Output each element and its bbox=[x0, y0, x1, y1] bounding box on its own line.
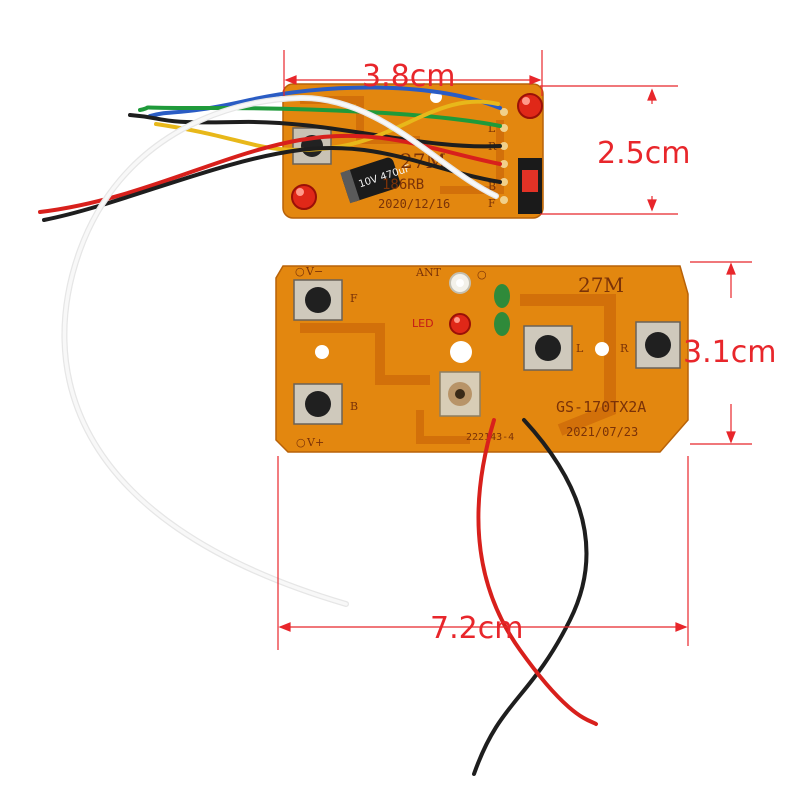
receiver-wires bbox=[38, 85, 502, 607]
transmitter-height-label: 3.1cm bbox=[683, 335, 776, 370]
transmitter-width-label: 7.2cm bbox=[430, 611, 523, 646]
receiver-height-label: 2.5cm bbox=[597, 136, 690, 171]
transmitter-date: 2021/07/23 bbox=[566, 425, 638, 439]
label-ant: ANT bbox=[415, 266, 442, 279]
receiver-pin-label: F bbox=[488, 197, 496, 210]
button-l bbox=[523, 325, 573, 371]
label-vplus: V+ bbox=[306, 436, 324, 449]
dimension-transmitter-width bbox=[277, 456, 689, 650]
receiver-date: 2020/12/16 bbox=[378, 197, 450, 211]
inductor bbox=[494, 312, 510, 336]
circle-mark: ○ bbox=[295, 265, 305, 278]
mount-hole bbox=[595, 342, 609, 356]
mount-hole bbox=[450, 341, 472, 363]
led-red bbox=[449, 313, 471, 335]
label-r: R bbox=[620, 342, 629, 355]
label-b: B bbox=[350, 400, 358, 413]
label-l: L bbox=[576, 342, 584, 355]
button-r bbox=[635, 321, 681, 369]
circle-mark: ○ bbox=[477, 268, 487, 281]
capacitor: 10V 470uF bbox=[340, 157, 412, 204]
dimension-receiver-height bbox=[540, 85, 678, 215]
receiver-model: 186RB bbox=[382, 177, 424, 193]
dimension-transmitter-height bbox=[690, 261, 752, 445]
led-red bbox=[291, 184, 317, 210]
transmitter-wires bbox=[472, 418, 598, 776]
crystal bbox=[439, 371, 481, 417]
receiver-width-label: 3.8cm bbox=[362, 59, 455, 94]
receiver-board: 10V 470uF 27M 186RB 2020/12/16 L R B F bbox=[282, 83, 544, 219]
label-led: LED bbox=[412, 317, 434, 330]
label-f: F bbox=[350, 292, 358, 305]
transmitter-freq: 27M bbox=[578, 273, 624, 297]
button-b bbox=[293, 383, 343, 425]
transmitter-model: GS-170TX2A bbox=[556, 398, 646, 416]
receiver-pin-label: B bbox=[488, 180, 496, 193]
led-red bbox=[517, 93, 543, 119]
circle-mark: ○ bbox=[296, 436, 306, 449]
dimension-receiver-width bbox=[283, 50, 543, 96]
receiver-pin-label: L bbox=[488, 122, 496, 135]
transmitter-board: 27M ANT ○ LED V− ○ ○ V+ F B L R GS-170TX… bbox=[275, 265, 689, 453]
button-f bbox=[293, 279, 343, 321]
mount-hole bbox=[315, 345, 329, 359]
label-vminus: V− bbox=[305, 265, 323, 278]
inductor bbox=[494, 284, 510, 308]
